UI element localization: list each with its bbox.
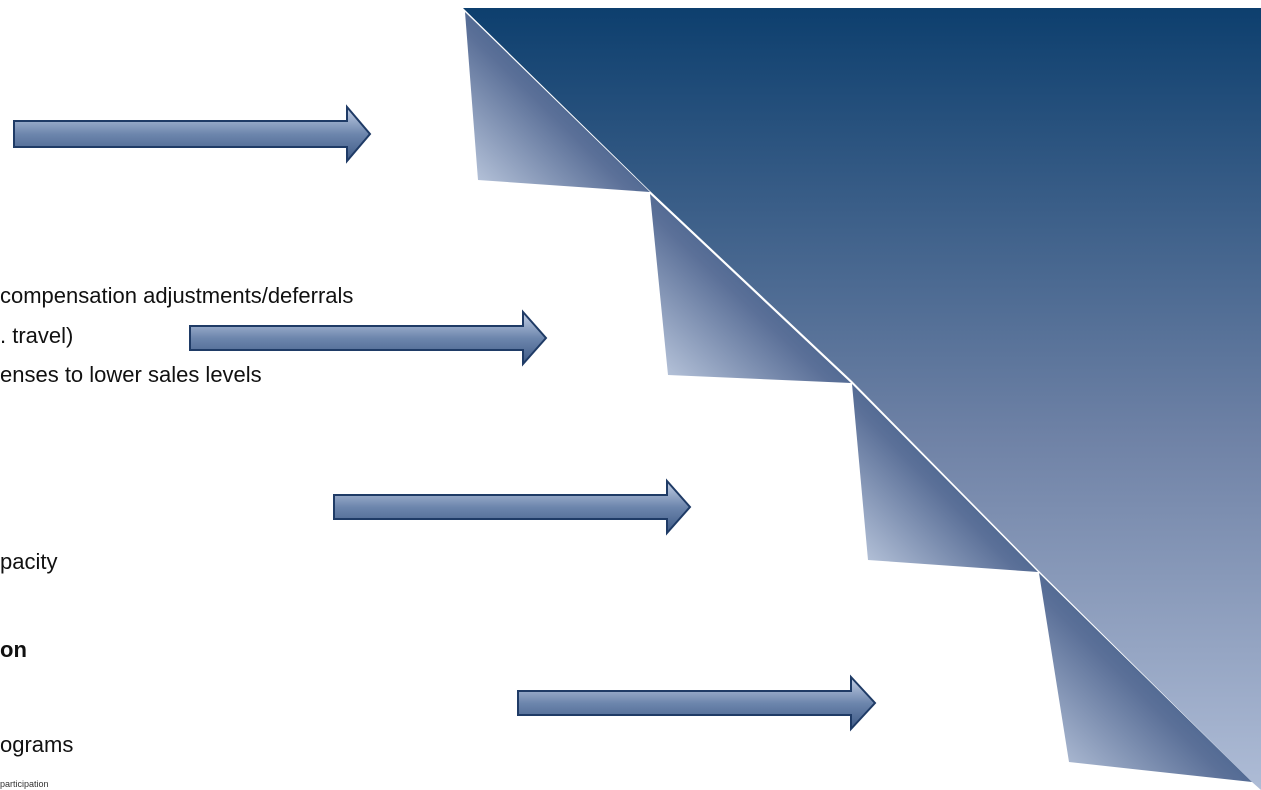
arrow-1	[13, 104, 372, 164]
bullet-text-compensation: compensation adjustments/deferrals	[0, 283, 354, 308]
staircase-fold-4	[1039, 573, 1252, 782]
bullet-text-programs: ograms	[0, 732, 74, 757]
section-heading-fragment: on	[0, 637, 27, 662]
footnote-text: participation	[0, 779, 49, 789]
staircase-main	[463, 8, 1261, 790]
arrow-3	[333, 478, 692, 536]
bullet-text-expenses: enses to lower sales levels	[0, 362, 262, 387]
staircase-fold-2	[650, 194, 851, 383]
bullet-text-travel: . travel)	[0, 323, 74, 348]
bullet-text-capacity: pacity	[0, 549, 58, 574]
staircase-fold-3	[852, 384, 1038, 572]
arrow-4	[517, 674, 877, 732]
arrow-2	[189, 309, 548, 367]
staircase-fold-1	[465, 12, 650, 192]
